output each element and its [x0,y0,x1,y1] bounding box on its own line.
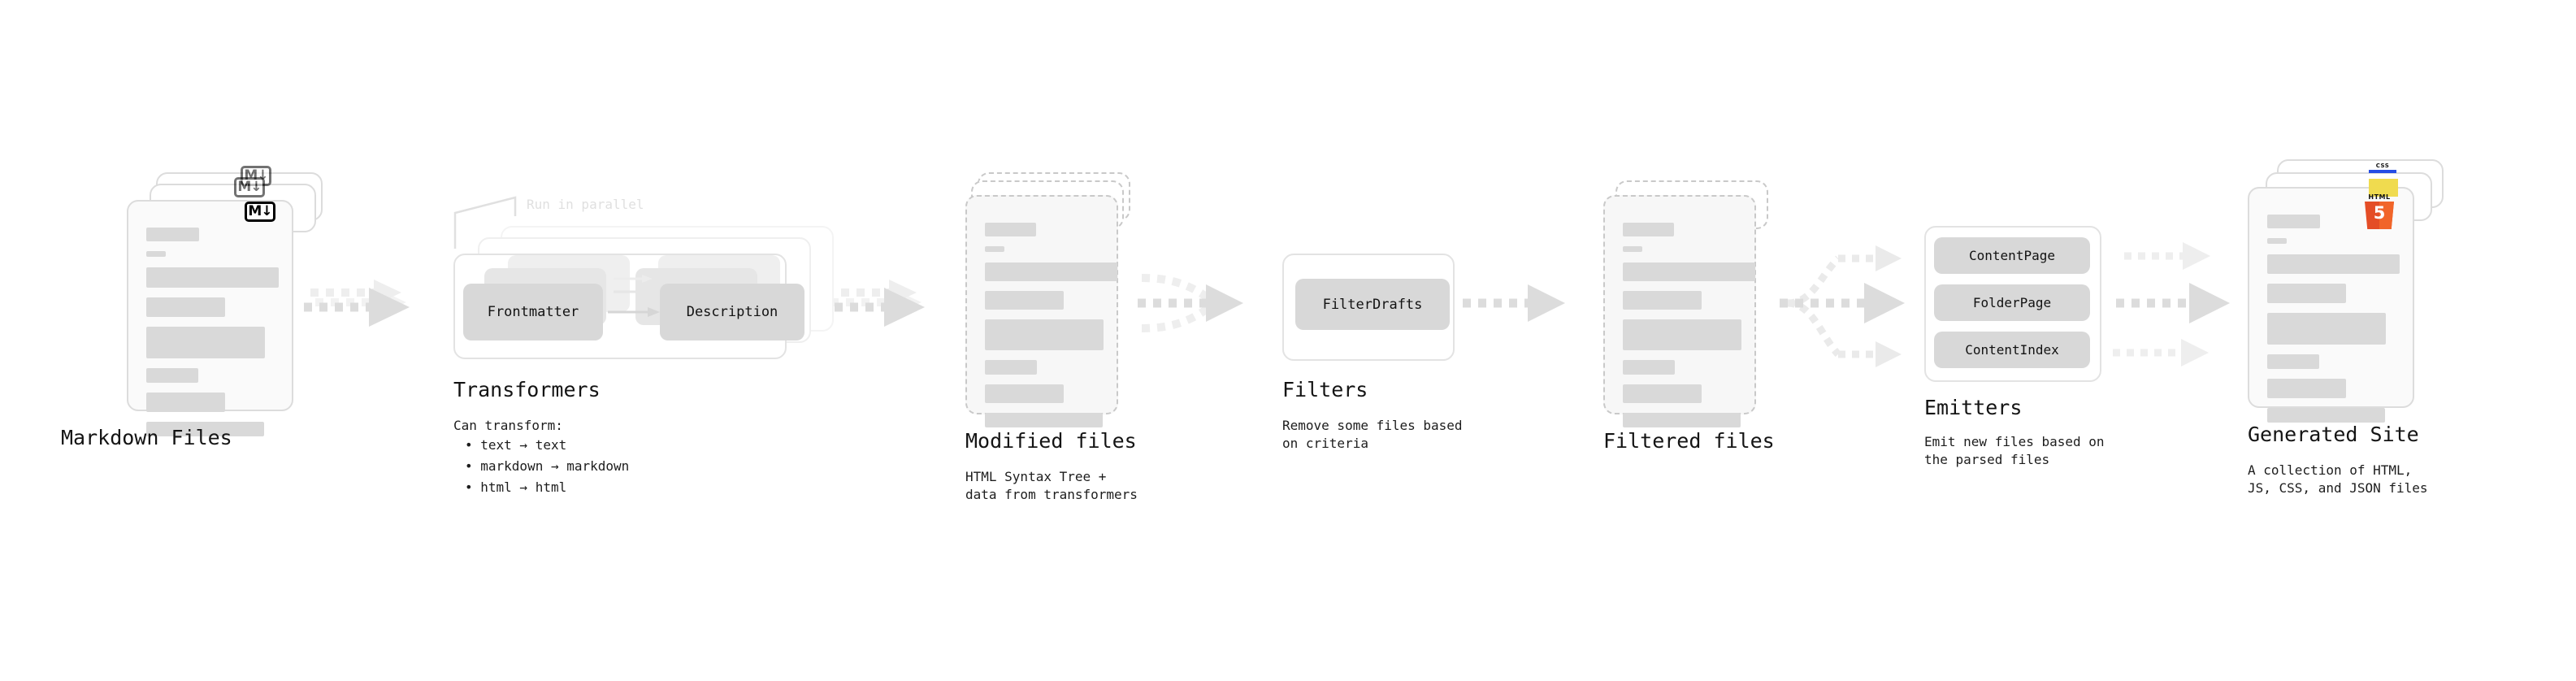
html5-icon-number: 5 [2373,203,2386,223]
chip-contentindex[interactable]: ContentIndex [1934,332,2090,368]
filtered-file-front [1603,195,1756,427]
page-title-markdown-files: Markdown Files [61,426,232,449]
css-icon-underline [2369,170,2396,173]
site-file-content-bars [2267,215,2400,432]
transformers-lead: Can transform: [453,418,563,433]
generated-site-subtitle: A collection of HTML, JS, CSS, and JSON … [2248,462,2428,496]
html5-icon: HTML 5 [2363,193,2396,229]
page-title-transformers: Transformers [453,378,601,401]
page-title-filtered-files: Filtered files [1603,429,1775,453]
chip-folderpage[interactable]: FolderPage [1934,284,2090,321]
css-icon-label: CSS [2375,163,2390,169]
run-in-parallel-bracket [453,196,517,249]
arrow-filtered-to-emitters [1780,245,1905,367]
page-title-modified-files: Modified files [965,429,1137,453]
chip-contentpage[interactable]: ContentPage [1934,237,2090,274]
markdown-icon: M↓ [245,202,275,222]
markdown-file-content-bars [146,228,279,446]
modified-file-content-bars [985,223,1117,437]
arrow-transformers-to-modified [819,280,925,327]
transformers-bullet-text: • text → text [465,437,567,453]
arrow-modified-to-filters [1138,274,1243,332]
chip-filterdrafts[interactable]: FilterDrafts [1295,279,1450,330]
transformers-bullet-markdown: • markdown → markdown [465,458,630,474]
emitters-subtitle: Emit new files based on the parsed files [1924,434,2105,467]
markdown-file-front [127,200,293,436]
page-title-filters: Filters [1282,378,1368,401]
html5-icon-word: HTML [2368,193,2391,201]
page-title-generated-site: Generated Site [2248,423,2419,446]
modified-files-subtitle: HTML Syntax Tree + data from transformer… [965,469,1138,502]
arrow-filters-to-filtered [1463,284,1565,322]
chip-frontmatter[interactable]: Frontmatter [463,284,603,340]
arrow-emitters-to-site [2113,242,2230,367]
arrow-markdown-to-transformers [304,280,410,327]
run-in-parallel-label: Run in parallel [527,197,644,212]
modified-file-front [965,195,1118,427]
chip-description[interactable]: Description [660,284,804,340]
html5-icon-shield-inner [2379,202,2394,229]
filters-subtitle: Remove some files based on criteria [1282,418,1463,451]
page-title-emitters: Emitters [1924,396,2023,419]
transformers-bullet-html: • html → html [465,479,567,495]
markdown-icon-mid: M↓ [234,177,265,197]
javascript-icon [2369,179,2398,197]
css3-icon: CSS [2369,163,2396,173]
filtered-file-content-bars [1623,223,1755,437]
